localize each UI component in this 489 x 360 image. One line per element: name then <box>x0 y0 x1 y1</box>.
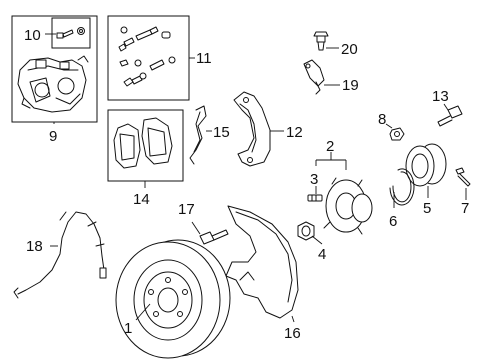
brake-rotor-icon <box>115 239 231 359</box>
bolt-kit-inset-box <box>51 17 91 49</box>
caliper-group-box <box>11 15 98 123</box>
callout-16: 16 <box>284 325 301 342</box>
callout-7: 7 <box>461 200 469 217</box>
callout-10: 10 <box>24 27 41 44</box>
callout-9: 9 <box>49 128 57 145</box>
callout-3: 3 <box>310 171 318 188</box>
hub-bolt-icon <box>437 105 463 127</box>
callout-5: 5 <box>423 200 431 217</box>
brake-caliper-icon <box>17 55 89 113</box>
wheel-bearing-icon <box>405 143 447 187</box>
callout-19: 19 <box>342 77 359 94</box>
callout-1: 1 <box>124 320 132 337</box>
caliper-bolt-icon <box>56 27 85 39</box>
caliper-bracket-icon <box>233 91 271 167</box>
axle-nut-icon <box>389 127 405 141</box>
brake-pads-icon <box>113 117 173 169</box>
callout-2: 2 <box>326 138 334 155</box>
hardware-kit-icon <box>118 26 176 87</box>
callout-11: 11 <box>196 50 212 67</box>
snap-ring-icon <box>389 168 415 206</box>
callout-8: 8 <box>378 111 386 128</box>
hardware-kit-box <box>107 15 190 101</box>
brake-hose-icon <box>13 211 107 299</box>
wheel-stud-icon <box>307 194 323 202</box>
anti-rattle-clip-icon <box>189 105 207 165</box>
callout-6: 6 <box>389 213 397 230</box>
callout-18: 18 <box>26 238 43 255</box>
callout-14: 14 <box>133 191 150 208</box>
speed-sensor-icon <box>303 59 325 95</box>
wheel-hub-icon <box>323 177 373 235</box>
brake-pad-box <box>107 109 184 182</box>
callout-12: 12 <box>286 124 303 141</box>
callout-20: 20 <box>341 41 358 58</box>
callout-13: 13 <box>432 88 449 105</box>
callout-17: 17 <box>178 201 195 218</box>
caliper-bracket-bolt-icon <box>199 229 229 245</box>
callout-4: 4 <box>318 246 326 263</box>
splash-shield-icon <box>225 205 299 319</box>
callout-15: 15 <box>213 124 230 141</box>
bleeder-screw-icon <box>313 31 329 51</box>
small-bolt-icon <box>455 167 471 187</box>
leader-lines <box>45 33 467 323</box>
hub-nut-icon <box>297 221 315 241</box>
